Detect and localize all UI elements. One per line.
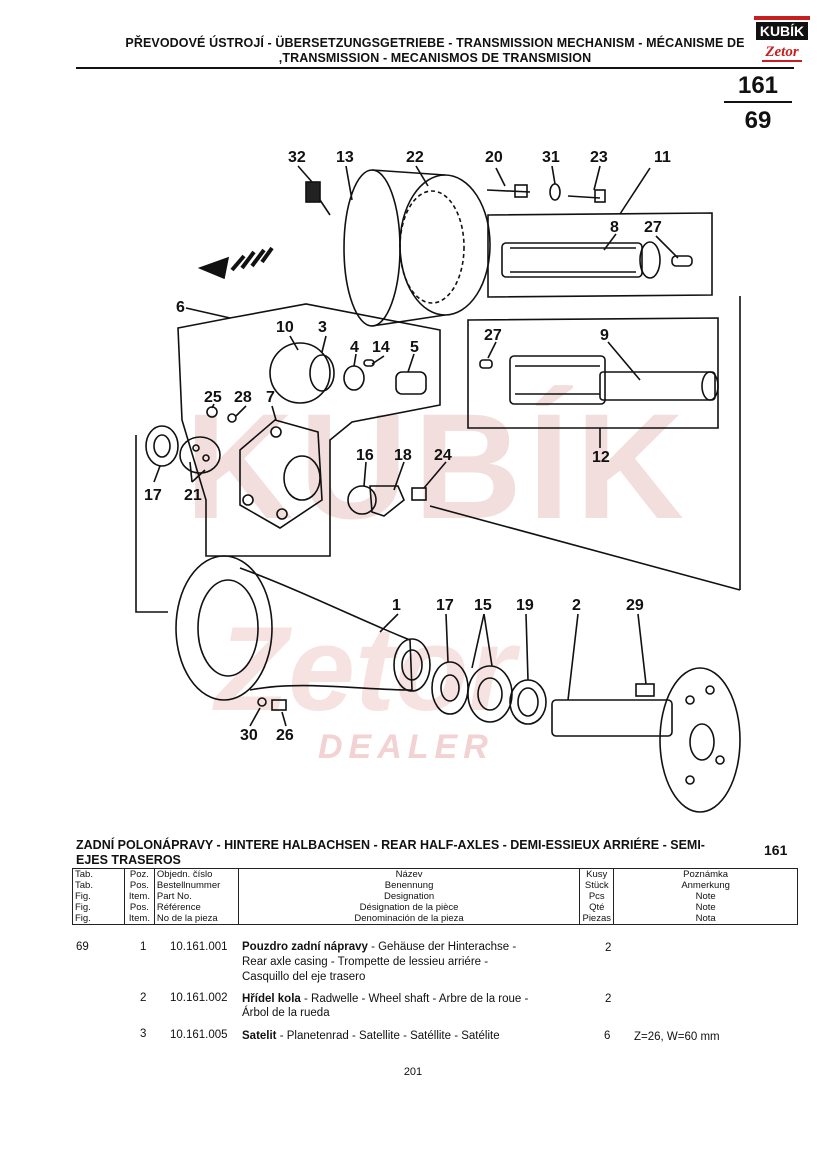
callout-26: 26 xyxy=(276,727,294,744)
callout-13: 13 xyxy=(336,149,354,166)
row-qty: 6 xyxy=(604,1030,611,1042)
exploded-parts-diagram: 32 13 22 20 31 23 11 8 27 6 10 3 4 14 5 … xyxy=(135,149,741,813)
row-pos: 2 xyxy=(140,992,147,1004)
callout-32: 32 xyxy=(288,149,306,166)
page-number-bottom: 69 xyxy=(744,107,772,134)
row-part-number: 10.161.002 xyxy=(170,992,228,1004)
carrier-part xyxy=(239,419,323,529)
row-part-number: 10.161.001 xyxy=(170,941,228,953)
row-part-number: 10.161.005 xyxy=(170,1029,228,1041)
callout-5: 5 xyxy=(410,339,419,356)
callout-27-top: 27 xyxy=(644,219,662,236)
logo-zetor-text: Zetor xyxy=(764,44,798,60)
callout-8: 8 xyxy=(610,219,619,236)
callout-15: 15 xyxy=(474,597,492,614)
callout-16: 16 xyxy=(356,447,374,464)
row-name: Satelit - Planetenrad - Satellite - Saté… xyxy=(242,1029,587,1044)
callout-18: 18 xyxy=(394,447,412,464)
callout-12: 12 xyxy=(592,449,610,466)
row-qty: 2 xyxy=(605,942,612,954)
section-title: ZADNÍ POLONÁPRAVY - HINTERE HALBACHSEN -… xyxy=(76,838,705,867)
row-name-line3: Casquillo del eje trasero xyxy=(242,971,366,983)
callout-17-left: 17 xyxy=(144,487,162,504)
callout-14: 14 xyxy=(372,339,390,356)
callout-29: 29 xyxy=(626,597,644,614)
header-rule xyxy=(76,67,794,69)
row-note: Z=26, W=60 mm xyxy=(634,1031,720,1043)
row-pos: 3 xyxy=(140,1028,147,1040)
header-title-line2: ,TRANSMISSION - MECANISMOS DE TRANSMISIO… xyxy=(278,51,592,65)
col-poz: Poz.Pos.Item.Pos.Item. xyxy=(123,868,155,925)
callout-17-right: 17 xyxy=(436,597,454,614)
header-title-line1: PŘEVODOVÉ ÚSTROJÍ - ÜBERSETZUNGSGETRIEBE… xyxy=(125,36,745,50)
row-name-rest: - Gehäuse der Hinterachse - xyxy=(367,941,517,953)
planet-gear-part xyxy=(269,342,427,404)
callout-9: 9 xyxy=(600,327,609,344)
kubik-zetor-logo: KUBÍK Zetor xyxy=(752,14,812,66)
callout-4: 4 xyxy=(350,339,359,356)
row-name-line2: Árbol de la rueda xyxy=(242,1007,330,1019)
row-name-line2: Rear axle casing - Trompette de lessieu … xyxy=(242,956,489,968)
callout-27-mid: 27 xyxy=(484,327,502,344)
watermark-dealer: DEALER xyxy=(318,728,494,766)
callout-25: 25 xyxy=(204,389,222,406)
row-name-rest: - Planetenrad - Satellite - Satéllite - … xyxy=(276,1030,500,1042)
row-name-rest: - Radwelle - Wheel shaft - Arbre de la r… xyxy=(300,993,529,1005)
callout-11: 11 xyxy=(654,149,671,166)
page-footer-number: 201 xyxy=(403,1066,423,1078)
section-number: 161 xyxy=(764,842,788,858)
callout-22: 22 xyxy=(406,149,424,166)
parts-table-header: Tab.Tab.Fig.Fig.Fig. Poz.Pos.Item.Pos.It… xyxy=(72,868,798,925)
row-name-bold: Pouzdro zadní nápravy xyxy=(242,941,368,953)
callout-24: 24 xyxy=(434,447,452,464)
logo-kubik-text: KUBÍK xyxy=(760,23,804,39)
direction-arrow-icon xyxy=(197,246,274,280)
callout-3: 3 xyxy=(318,319,327,336)
callout-1: 1 xyxy=(392,597,401,614)
callout-7: 7 xyxy=(266,389,275,406)
ring-gear-part xyxy=(343,169,491,327)
table-header-row: Tab.Tab.Fig.Fig.Fig. Poz.Pos.Item.Pos.It… xyxy=(72,868,798,925)
page-number-divider xyxy=(724,101,792,103)
callout-2: 2 xyxy=(572,597,581,614)
row-name-bold: Hřídel kola xyxy=(242,993,301,1005)
callout-31: 31 xyxy=(542,149,560,166)
row-name-bold: Satelit xyxy=(242,1030,277,1042)
watermark-zetor: Zetor xyxy=(215,602,515,736)
row-qty: 2 xyxy=(605,993,612,1005)
axle-casing-part xyxy=(175,555,431,701)
page-number-top: 161 xyxy=(737,72,779,99)
callout-10: 10 xyxy=(276,319,294,336)
col-tab: Tab.Tab.Fig.Fig.Fig. xyxy=(72,868,125,925)
callout-23: 23 xyxy=(590,149,608,166)
callout-21: 21 xyxy=(184,487,202,504)
plug-part xyxy=(305,181,331,216)
row-pos: 1 xyxy=(140,941,147,953)
callout-30: 30 xyxy=(240,727,258,744)
wheel-shaft-part xyxy=(551,667,741,813)
shaft-9-part xyxy=(479,355,719,405)
callout-6: 6 xyxy=(176,299,185,316)
callout-28: 28 xyxy=(234,389,252,406)
callout-20: 20 xyxy=(485,149,503,166)
row-name: Hřídel kola - Radwelle - Wheel shaft - A… xyxy=(242,992,587,1007)
row-tab: 69 xyxy=(76,941,89,953)
callout-19: 19 xyxy=(516,597,534,614)
shaft-8-part xyxy=(501,241,693,279)
row-name: Pouzdro zadní nápravy - Gehäuse der Hint… xyxy=(242,940,582,955)
